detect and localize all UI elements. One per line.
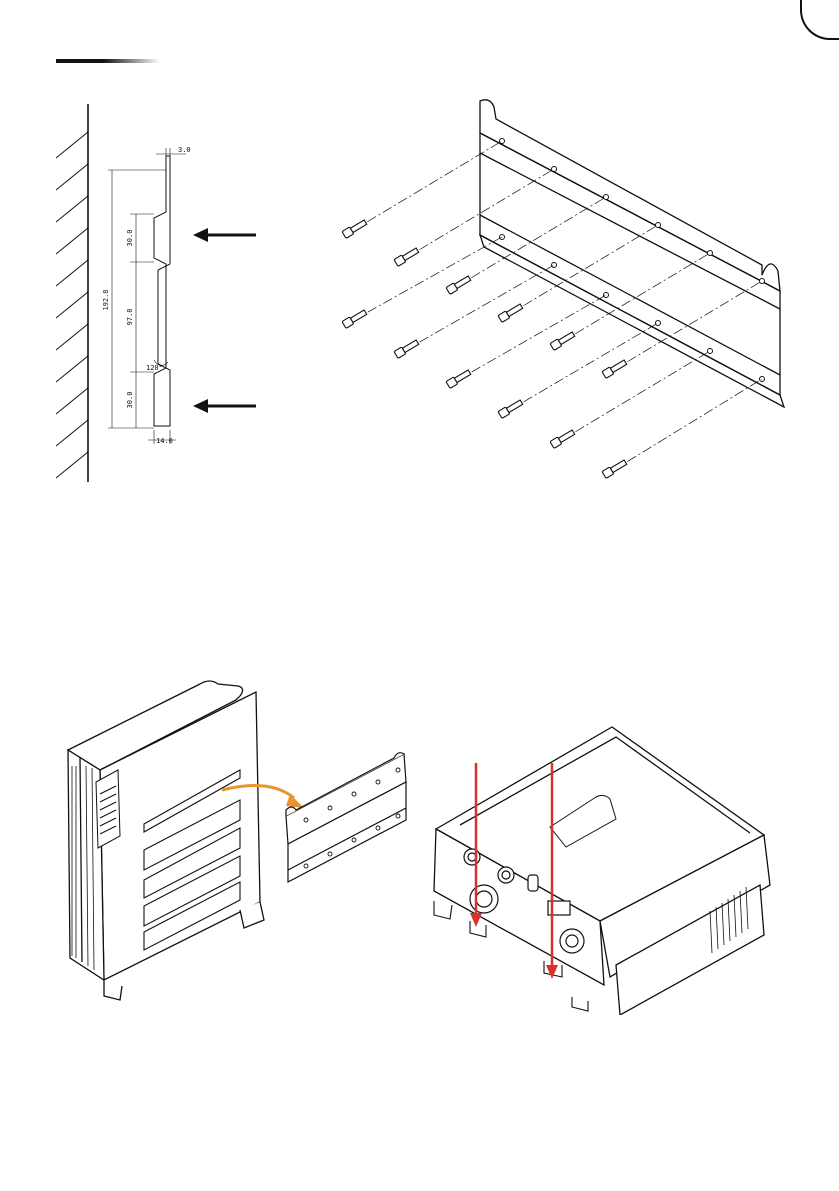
screw [342,219,368,239]
dim-lower-flange: 30.0 [126,392,134,409]
screw [550,331,576,351]
screw [602,359,628,379]
screw [446,369,472,389]
bracket-profile [154,156,170,426]
screw [498,303,524,323]
screw [550,429,576,449]
screw [446,275,472,295]
inverter-bottom-drawing [420,715,785,1015]
dim-thickness: 3.0 [178,146,191,154]
dim-upper-flange: 30.0 [126,230,134,247]
wall-hatching [56,132,88,478]
inverter-flat [434,727,770,1015]
bracket-profile-drawing: 3.0 192.8 30.0 97.8 120° 30.0 14.0 [50,100,280,490]
screw [394,339,420,359]
bracket-screws-drawing [330,95,800,495]
upper-arrow-icon [193,228,256,242]
screw [602,459,628,479]
screw-guide-lines [352,141,762,471]
inverter-hanging-drawing [60,670,420,1010]
screws [342,219,628,479]
page-tab [800,0,839,40]
dim-bend-angle: 120° [146,364,163,372]
small-bracket [286,753,406,882]
mounting-bracket [480,100,784,407]
dim-total-height: 192.8 [102,289,110,310]
screw [498,399,524,419]
header-bar [56,59,160,63]
vent-grill [96,770,120,848]
screw [394,247,420,267]
lower-arrow-icon [193,399,256,413]
screw [342,309,368,329]
dim-middle-span: 97.8 [126,309,134,326]
dimension-lines [108,148,186,444]
dim-depth: 14.0 [156,437,173,445]
